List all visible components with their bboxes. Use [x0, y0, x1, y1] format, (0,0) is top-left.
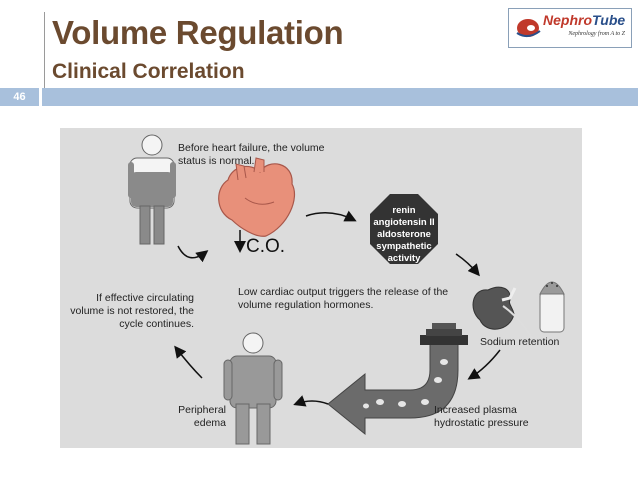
- heart-icon: [218, 157, 296, 237]
- kidney-logo-icon: [516, 19, 541, 37]
- diagram-graphics: renin angiotensin II aldosterone sympath…: [128, 134, 565, 445]
- peripheral-edema-label: Peripheral edema: [178, 404, 226, 429]
- title-left-rule: [44, 12, 45, 90]
- increased-pressure-label: Increased plasma hydrostatic pressure: [434, 404, 529, 429]
- hormone-aldosterone: aldosterone: [377, 229, 431, 240]
- kidney-icon: [472, 286, 533, 339]
- hormone-renin: renin: [392, 205, 415, 216]
- hormone-angiotensin: angiotensin II: [373, 217, 434, 228]
- salt-shaker-icon: [539, 281, 565, 333]
- cycle-continues-label: If effective circulating volume is not r…: [70, 292, 194, 330]
- slide-subtitle: Clinical Correlation: [52, 60, 245, 83]
- logo-tagline: Nephrology from A to Z: [568, 31, 625, 37]
- arrow-to-hormones: [305, 210, 357, 222]
- header-band: [42, 88, 638, 106]
- hormone-sympathetic: sympathetic: [376, 241, 431, 252]
- nephrotube-logo: NephroTube Nephrology from A to Z: [508, 8, 632, 48]
- arrow-to-pressure: [467, 349, 501, 380]
- low-cardiac-output-label: Low cardiac output triggers the release …: [238, 286, 449, 311]
- arrow-to-cycle: [174, 345, 203, 379]
- before-heart-failure-label: Before heart failure, the volume status …: [178, 142, 325, 167]
- vessel-arrow-icon: [327, 323, 468, 436]
- sodium-retention-label: Sodium retention: [480, 336, 560, 348]
- heart-failure-cycle-diagram: renin angiotensin II aldosterone sympath…: [60, 128, 582, 448]
- slide-title: Volume Regulation: [52, 14, 344, 51]
- logo-name: NephroTube: [543, 12, 626, 28]
- page-number: 46: [0, 88, 39, 106]
- arrow-to-kidney: [455, 253, 480, 277]
- arrow-to-heart: [177, 245, 209, 263]
- cardiac-output-label: C.O.: [246, 236, 286, 257]
- hormone-activity: activity: [388, 253, 421, 264]
- arrow-to-edema: [293, 395, 329, 407]
- person-normal-icon: [128, 134, 176, 245]
- hormones-octagon: [370, 194, 438, 264]
- person-edema-icon: [223, 332, 283, 445]
